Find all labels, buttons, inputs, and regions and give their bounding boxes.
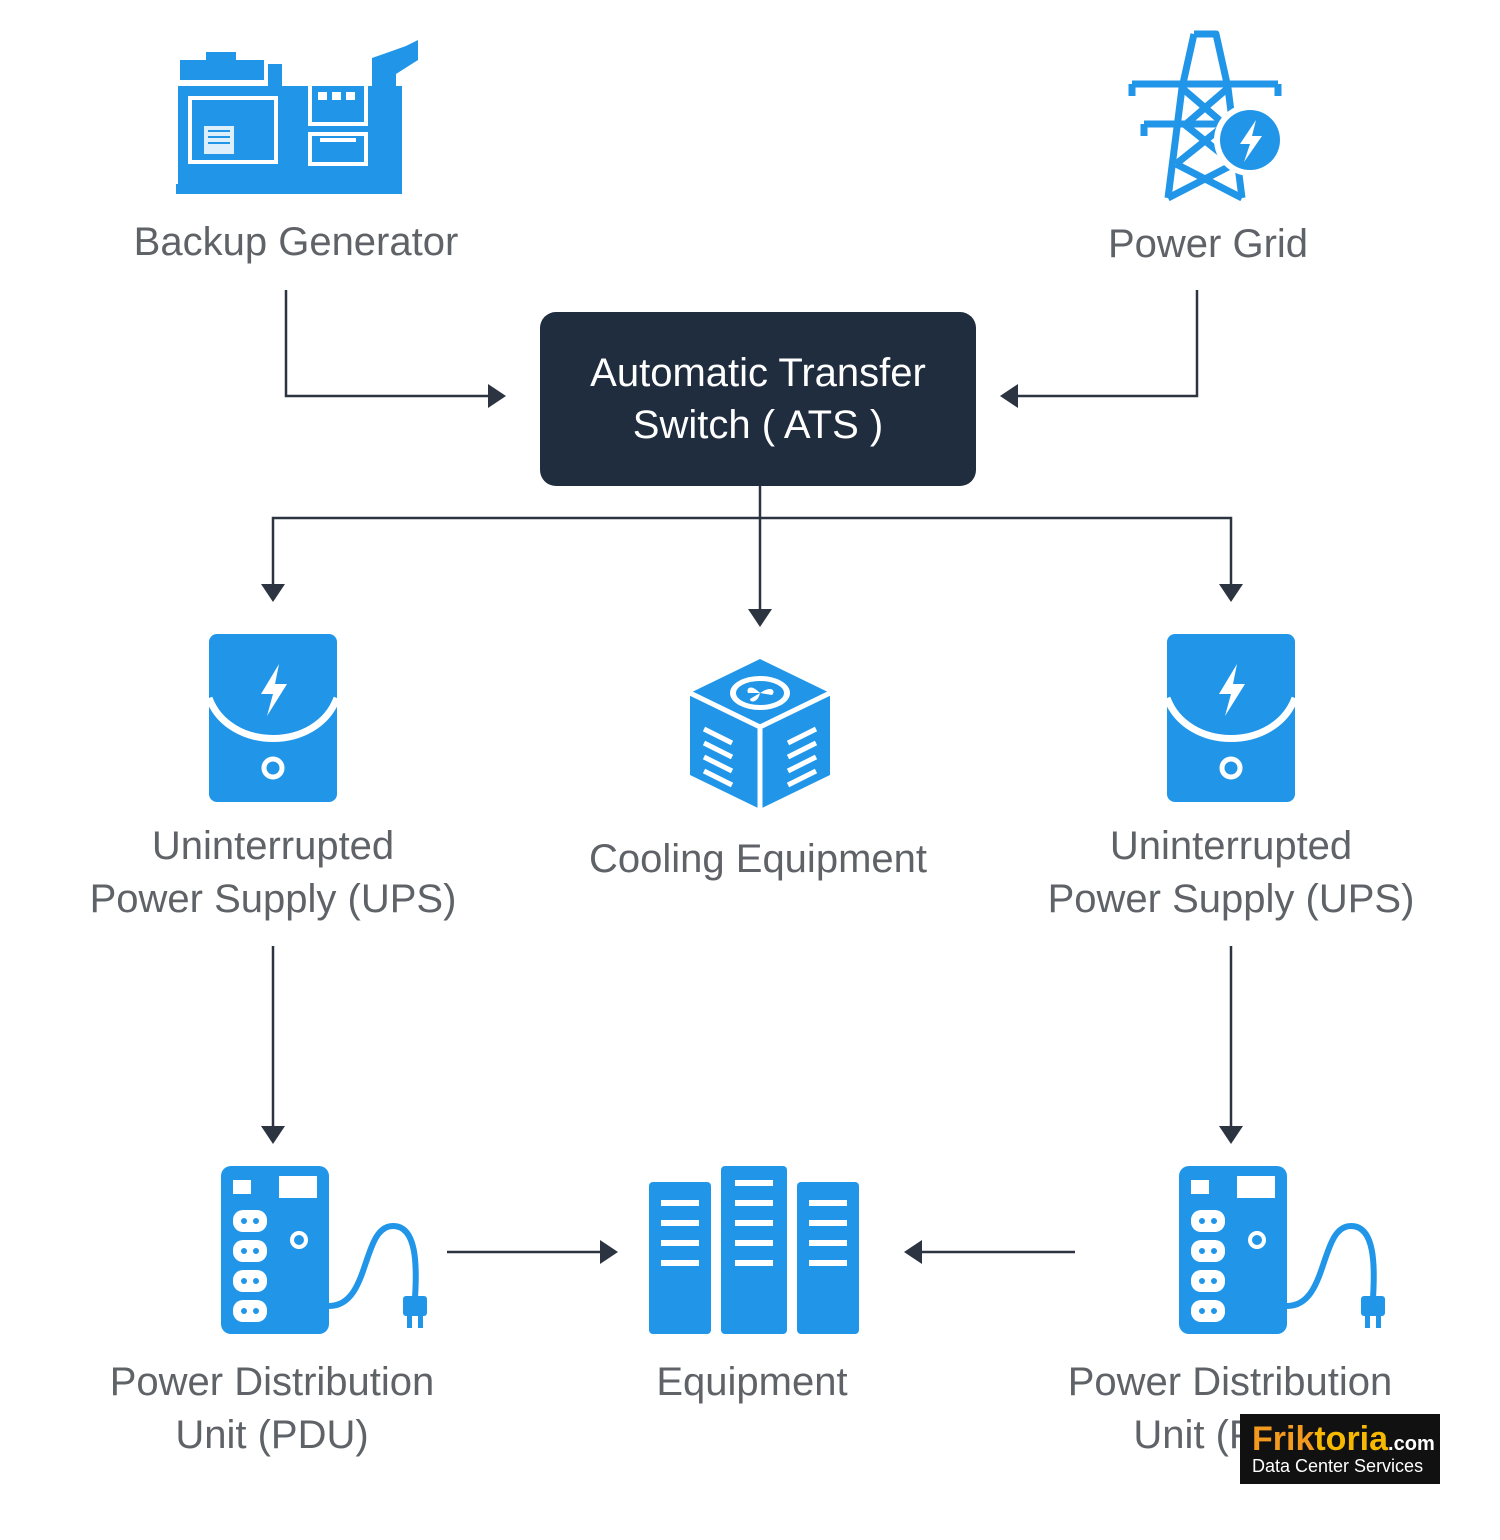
ups-left-line-2: Power Supply (UPS) [89, 877, 457, 921]
ups-left-line-1: Uninterrupted [151, 824, 395, 868]
ups-icon [1163, 634, 1299, 802]
node-power-grid [1124, 28, 1294, 208]
server-rack-icon [649, 1166, 859, 1334]
power-tower-icon [1128, 30, 1286, 202]
pdu-right-line-1: Power Distribution [1067, 1360, 1393, 1404]
ats-label-line-1: Automatic Transfer [590, 351, 926, 395]
edge-generator-to-ats [284, 290, 492, 398]
cooling-unit-icon [688, 659, 832, 809]
arrowhead [1000, 384, 1018, 408]
arrowhead [261, 584, 285, 602]
ups-right-line-2: Power Supply (UPS) [1047, 877, 1415, 921]
arrowhead [748, 609, 772, 627]
logo-part-1: Frik [1252, 1420, 1315, 1458]
watermark-logo: Friktoria.com [1252, 1420, 1435, 1463]
label-equipment: Equipment [656, 1360, 848, 1404]
label-ups-left: Uninterrupted Power Supply (UPS) [58, 820, 488, 926]
pdu-left-line-2: Unit (PDU) [175, 1413, 369, 1457]
edge-ats-to-ups-left [271, 486, 762, 586]
node-pdu-left [221, 1166, 431, 1341]
node-ups-right [1163, 634, 1299, 807]
pdu-icon [221, 1166, 427, 1334]
logo-suffix: .com [1388, 1433, 1435, 1455]
edge-grid-to-ats [1016, 290, 1199, 398]
node-ats: Automatic Transfer Switch ( ATS ) [540, 312, 976, 486]
node-cooling-equipment [688, 655, 834, 816]
label-ups-right: Uninterrupted Power Supply (UPS) [1016, 820, 1446, 926]
arrowhead [904, 1240, 922, 1264]
label-pdu-left: Power Distribution Unit (PDU) [62, 1356, 482, 1462]
ats-label-line-2: Switch ( ATS ) [632, 403, 884, 447]
arrowhead [488, 384, 506, 408]
pdu-icon [1179, 1166, 1385, 1334]
logo-part-2: toria [1314, 1420, 1389, 1458]
label-power-grid: Power Grid [1107, 222, 1309, 266]
arrowhead [600, 1240, 618, 1264]
label-backup-generator: Backup Generator [133, 220, 459, 264]
watermark-tagline: Data Center Services [1252, 1456, 1424, 1476]
label-cooling-equipment: Cooling Equipment [589, 837, 927, 881]
arrowhead [1219, 584, 1243, 602]
arrowhead [261, 1126, 285, 1144]
node-ups-left [205, 634, 341, 807]
node-backup-generator [176, 38, 426, 203]
pdu-left-line-1: Power Distribution [109, 1360, 435, 1404]
watermark-badge: Friktoria.com Data Center Services [1240, 1414, 1440, 1484]
arrowhead [1219, 1126, 1243, 1144]
node-pdu-right [1179, 1166, 1389, 1341]
ups-right-line-1: Uninterrupted [1109, 824, 1353, 868]
node-equipment [649, 1166, 859, 1339]
ups-icon [205, 634, 341, 802]
generator-icon [176, 40, 418, 194]
edge-ats-to-ups-right [760, 516, 1233, 586]
